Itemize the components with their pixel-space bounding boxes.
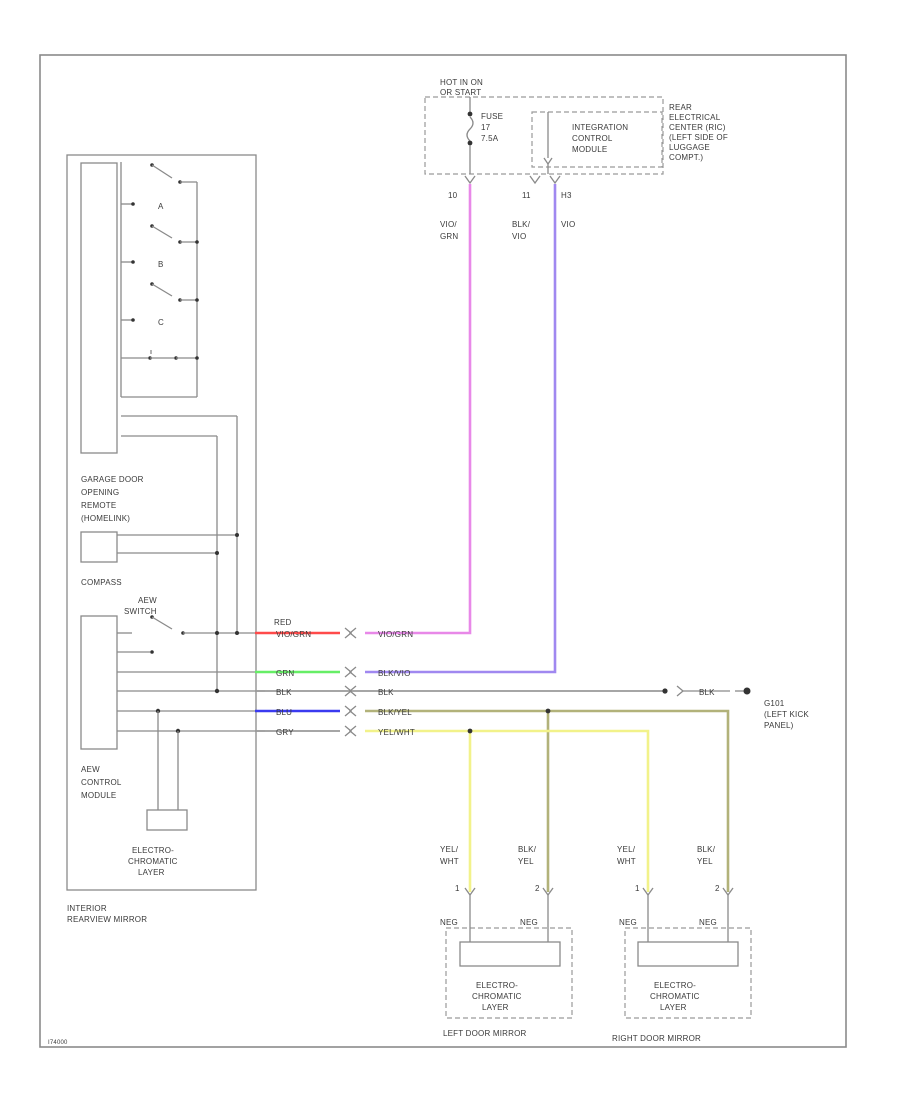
wire-label-vio-grn-right: VIO/GRN — [378, 630, 413, 639]
right-ec-layer — [637, 941, 739, 967]
wire-label-blk-right: BLK — [378, 688, 394, 697]
wire-label-yel-wht-l3: YEL/ WHT — [617, 845, 638, 866]
pin-11: 11 — [522, 191, 531, 200]
pin-10: 10 — [448, 191, 458, 200]
fuse-symbol — [466, 116, 474, 142]
aew-control-module — [80, 615, 118, 750]
compass-label: COMPASS — [81, 578, 122, 587]
integration-control-module-label: INTEGRATION CONTROL MODULE — [572, 123, 631, 154]
wire-label-grn: GRN — [276, 669, 294, 678]
wire-label-red: RED — [274, 618, 292, 627]
wire-label-yel-wht-l1: YEL/ WHT — [440, 845, 461, 866]
left-ec-layer — [459, 941, 561, 967]
right-door-mirror-label: RIGHT DOOR MIRROR — [612, 1034, 701, 1043]
wire-vio — [365, 184, 557, 674]
garage-door-opener-label: GARAGE DOOR OPENING REMOTE (HOMELINK) — [81, 475, 146, 523]
diagram-code: I74000 — [48, 1040, 68, 1046]
polarity-right-2: NEG — [699, 918, 717, 927]
ground-symbol — [743, 687, 751, 695]
switch-letter-a: A — [158, 202, 164, 211]
wire-vio-grn — [365, 184, 472, 635]
wire-label-vio-grn-left: VIO/GRN — [276, 630, 311, 639]
wire-label-vio-grn-top: VIO/ GRN — [440, 220, 459, 241]
compass-unit — [80, 531, 118, 563]
garage-door-opener-unit — [80, 162, 118, 454]
aew-switch-label: AEW SWITCH — [124, 596, 159, 616]
polarity-left-2: NEG — [520, 918, 538, 927]
pin-1-right: 1 — [635, 884, 640, 893]
polarity-right-1: NEG — [619, 918, 637, 927]
aew-control-module-label: AEW CONTROL MODULE — [81, 765, 124, 800]
wire-blk-yel — [365, 709, 730, 892]
wire-yel-wht — [365, 729, 650, 892]
pin-1-left: 1 — [455, 884, 460, 893]
right-door-mirror-box — [624, 927, 752, 1019]
left-ec-layer-label: ELECTRO- CHROMATIC LAYER — [472, 981, 524, 1012]
pin-h3: H3 — [561, 191, 572, 200]
polarity-left-1: NEG — [440, 918, 458, 927]
integration-control-module-box — [531, 111, 663, 168]
inline-connector — [344, 627, 357, 737]
ground-label: G101 (LEFT KICK PANEL) — [764, 699, 811, 730]
wire-label-gry: GRY — [276, 728, 294, 737]
interior-mirror-label: INTERIOR REARVIEW MIRROR — [67, 904, 147, 924]
switch-letter-b: B — [158, 260, 164, 269]
rear-electrical-center-label: REAR ELECTRICAL CENTER (RIC) (LEFT SIDE … — [669, 103, 730, 162]
diagram-frame — [39, 54, 847, 1048]
right-ec-layer-label: ELECTRO- CHROMATIC LAYER — [650, 981, 702, 1012]
fuse-terminal-bottom — [467, 140, 473, 146]
wire-label-blk-vio-top: BLK/ VIO — [512, 220, 533, 241]
wire-label-blk-vio: BLK/VIO — [378, 669, 411, 678]
pin-2-left: 2 — [535, 884, 540, 893]
wire-label-blk-yel: BLK/YEL — [378, 708, 412, 717]
wire-label-yel-wht: YEL/WHT — [378, 728, 415, 737]
fuse-terminal-top — [467, 111, 473, 117]
rear-electrical-center-box — [424, 96, 664, 175]
wire-label-blu: BLU — [276, 708, 292, 717]
left-door-mirror-box — [445, 927, 573, 1019]
interior-ec-layer — [146, 809, 188, 831]
wire-label-blk-yel-l4: BLK/ YEL — [697, 845, 718, 866]
wire-label-blk-yel-l2: BLK/ YEL — [518, 845, 539, 866]
interior-ec-layer-label: ELECTRO- CHROMATIC LAYER — [128, 846, 180, 877]
switch-letter-c: C — [158, 318, 164, 327]
fuse-label: FUSE 17 7.5A — [481, 112, 506, 143]
wire-label-blk-ground: BLK — [699, 688, 715, 697]
left-door-mirror-label: LEFT DOOR MIRROR — [443, 1029, 527, 1038]
interior-mirror-outline — [66, 154, 257, 891]
pin-2-right: 2 — [715, 884, 720, 893]
hot-in-on-label: HOT IN ON OR START — [440, 78, 485, 97]
wire-label-vio-top: VIO — [561, 220, 575, 229]
wire-label-blk-left: BLK — [276, 688, 292, 697]
